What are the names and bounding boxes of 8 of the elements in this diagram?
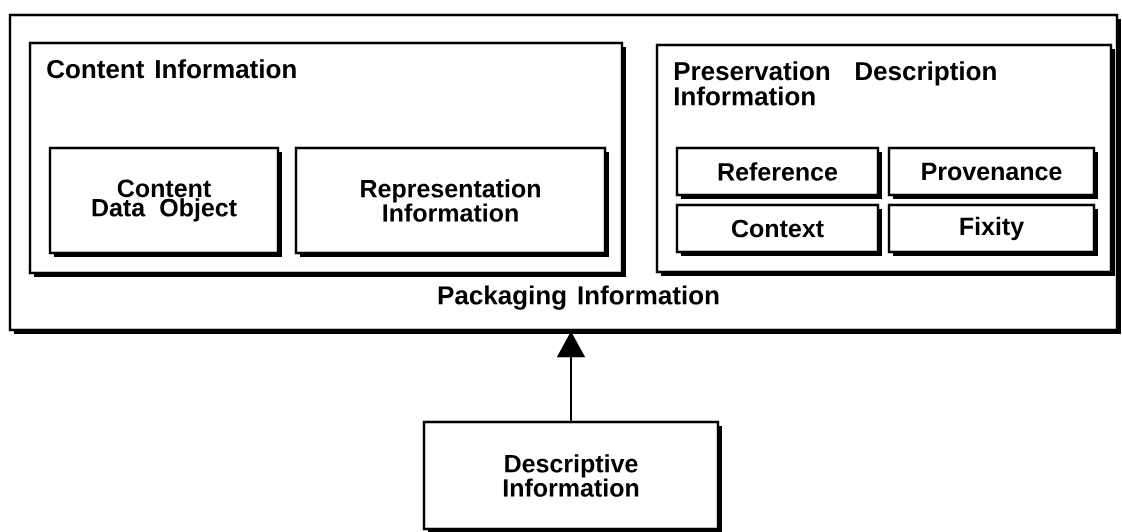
info-box: Representation Information	[294, 146, 609, 257]
info-box: Content Data Object	[48, 146, 282, 257]
info-box: Reference	[675, 146, 882, 199]
info-box: Provenance	[887, 146, 1098, 199]
info-box: Descriptive Information	[422, 420, 722, 532]
node-label: Preservation Description Information	[674, 61, 996, 106]
info-box: Fixity	[887, 203, 1098, 256]
info-box: Context	[675, 203, 882, 256]
